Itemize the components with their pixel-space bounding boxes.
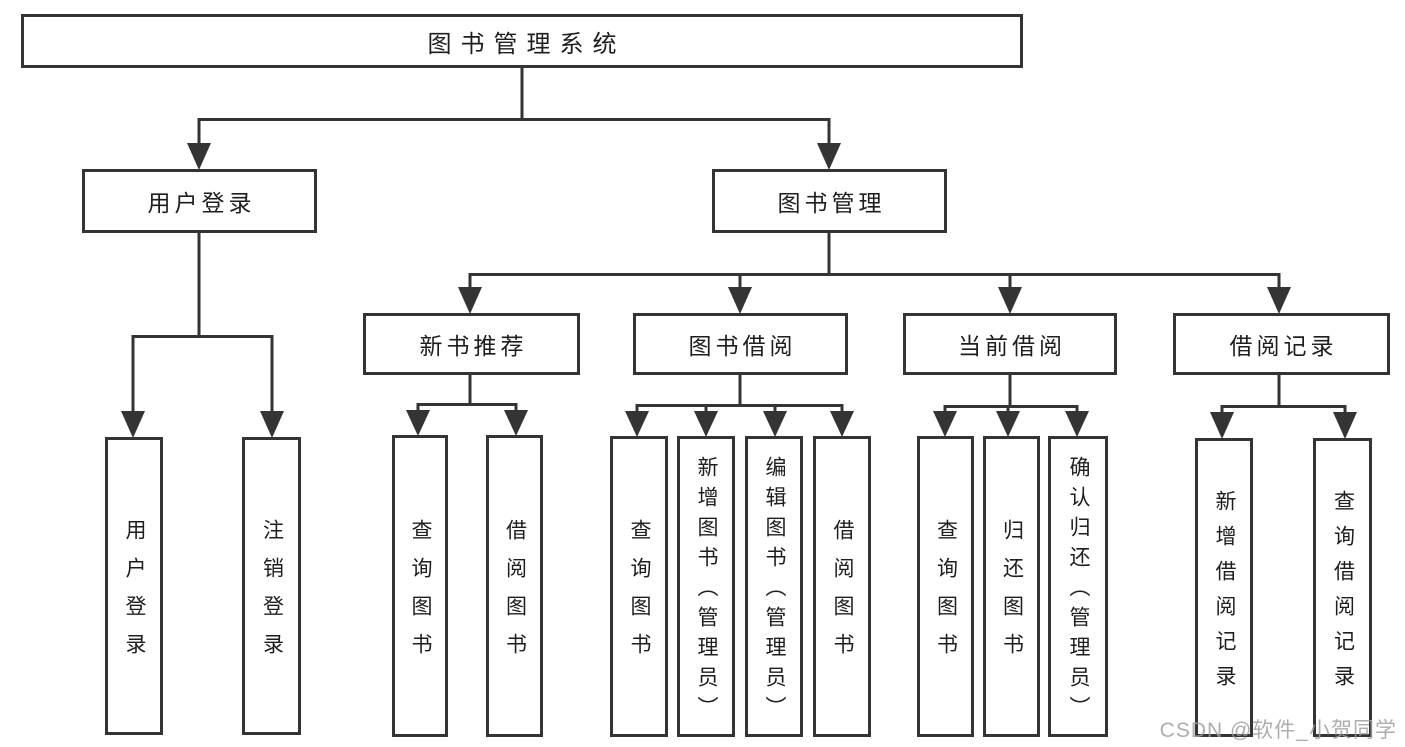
leaf-add-borrow-record: 新增借阅记录 [1195, 438, 1253, 737]
node-user-login: 用户登录 [82, 169, 317, 233]
node-borrowing-records: 借阅记录 [1173, 313, 1390, 375]
leaf-query-borrow-record: 查询借阅记录 [1313, 438, 1372, 737]
leaf-query-books-current: 查询图书 [917, 436, 974, 737]
connector-borrowing-records-to-leaves [1210, 375, 1357, 439]
node-book-borrowing: 图书借阅 [633, 313, 848, 375]
connector-user-login-to-leaves [121, 233, 284, 438]
leaf-borrow-books-recommend: 借阅图书 [486, 435, 543, 737]
connector-current-borrowing-to-leaves [933, 375, 1089, 437]
node-new-book-recommend: 新书推荐 [363, 313, 580, 375]
leaf-add-books-admin: 新增图书（管理员） [677, 436, 735, 737]
connector-root-to-level2 [187, 67, 841, 170]
connector-book-borrowing-to-leaves [625, 375, 854, 437]
leaf-user-login: 用户登录 [105, 437, 163, 735]
leaf-confirm-return-admin: 确认归还（管理员） [1048, 436, 1108, 737]
leaf-query-books-recommend: 查询图书 [392, 435, 448, 737]
leaf-edit-books-admin: 编辑图书（管理员） [745, 436, 803, 737]
leaf-query-books-borrowing: 查询图书 [610, 436, 668, 737]
connector-new-book-recommend-to-leaves [406, 375, 528, 436]
leaf-borrow-books-borrowing: 借阅图书 [813, 436, 871, 737]
node-current-borrowing: 当前借阅 [903, 313, 1117, 375]
leaf-logout: 注销登录 [242, 437, 301, 735]
csdn-watermark: CSDN @软件_小贺同学 [1159, 719, 1397, 742]
node-book-management: 图书管理 [712, 169, 947, 233]
leaf-return-books: 归还图书 [983, 436, 1040, 737]
connector-book-management-to-level3 [458, 233, 1291, 314]
node-library-management-system: 图书管理系统 [21, 14, 1023, 68]
